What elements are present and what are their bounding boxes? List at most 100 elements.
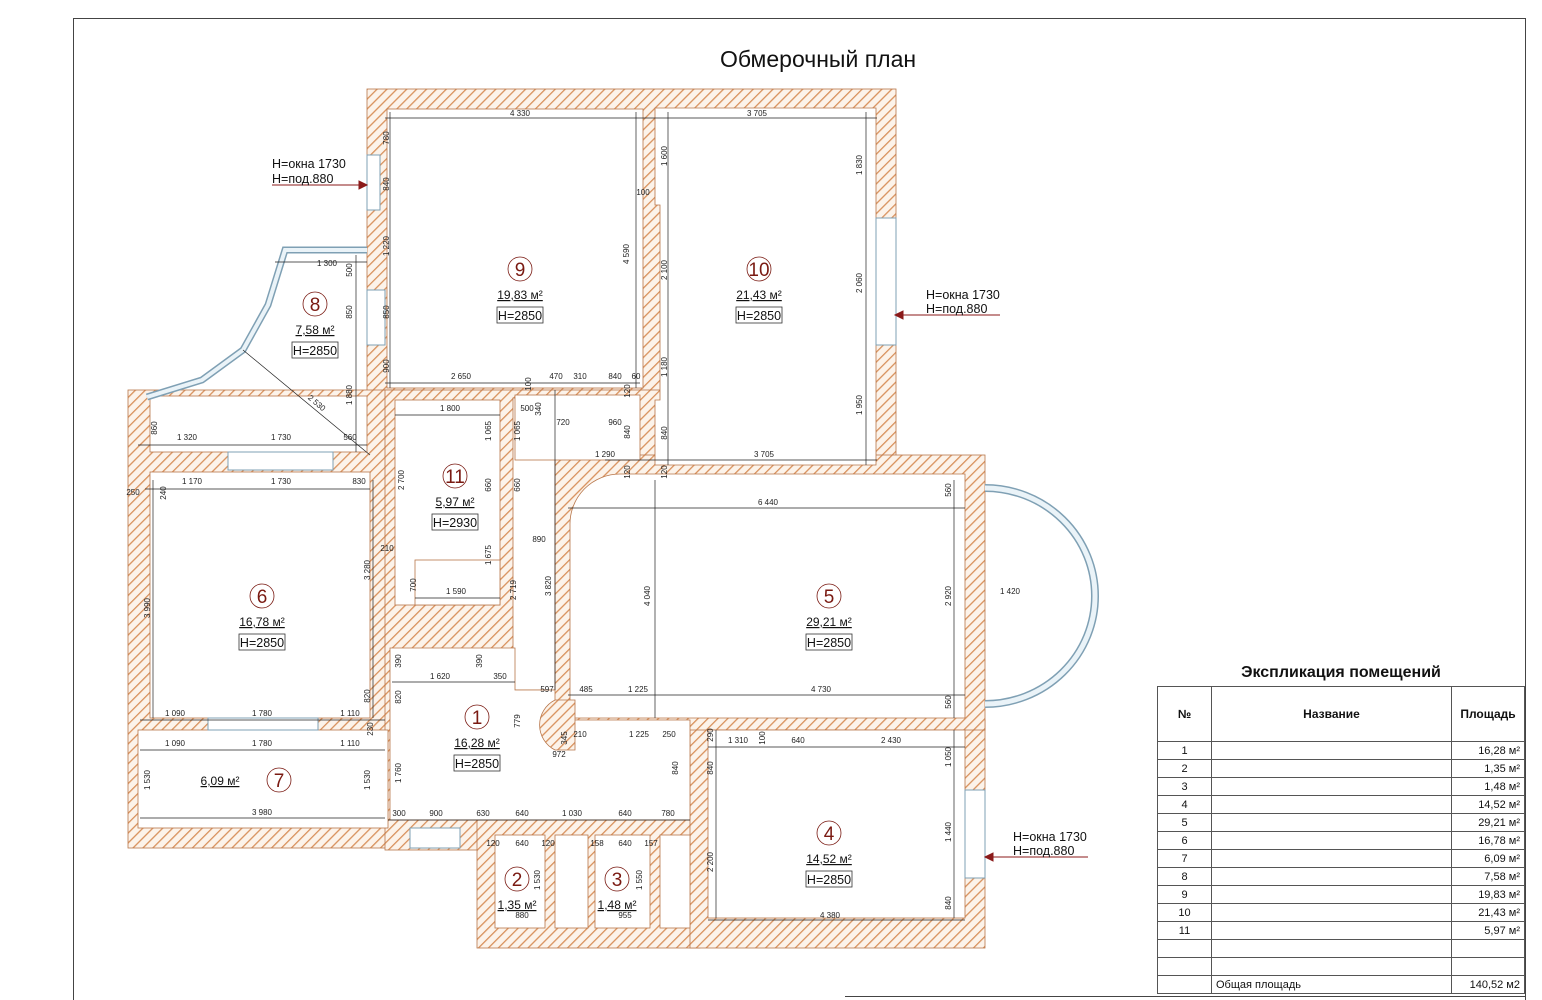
room-number-circle bbox=[816, 820, 842, 846]
dimension-label: 900 bbox=[429, 809, 443, 818]
dimension-label: 300 bbox=[392, 809, 406, 818]
room-name-cell bbox=[1211, 777, 1452, 796]
column-header-area: Площадь bbox=[1451, 686, 1525, 742]
empty-cell bbox=[1157, 975, 1212, 994]
total-label: Общая площадь bbox=[1211, 975, 1452, 994]
dimension-label: 1 530 bbox=[533, 869, 542, 890]
dimension-label: 4 730 bbox=[811, 685, 832, 694]
room-number: 10 bbox=[748, 260, 769, 281]
dimension-label: 560 bbox=[343, 433, 357, 442]
room-number-circle bbox=[249, 583, 275, 609]
dimension-label: 2 920 bbox=[944, 585, 953, 606]
dimension-label: 1 440 bbox=[944, 821, 953, 842]
room-number-cell: 6 bbox=[1157, 831, 1212, 850]
room-number: 7 bbox=[274, 771, 285, 792]
dimension-label: 500 bbox=[345, 263, 354, 277]
dimension-label: 1 170 bbox=[182, 477, 203, 486]
dimension-label: 1 530 bbox=[363, 769, 372, 790]
dimension-label: 1 310 bbox=[728, 736, 749, 745]
dimension-label: 2 060 bbox=[855, 272, 864, 293]
balcony-glazing bbox=[145, 246, 367, 401]
room-name-cell bbox=[1211, 831, 1452, 850]
empty-cell bbox=[1157, 939, 1212, 958]
room-label-1: 116,28 м²H=2850 bbox=[453, 704, 501, 772]
dimension-label: 880 bbox=[515, 911, 529, 920]
dimension-label: 840 bbox=[623, 425, 632, 439]
dimension-label: 1 760 bbox=[394, 762, 403, 783]
dimension-label: 900 bbox=[382, 359, 391, 373]
room-area-cell: 1,48 м² bbox=[1451, 777, 1525, 796]
dimension-label: 1 880 bbox=[345, 384, 354, 405]
explication-title: Экспликация помещений bbox=[1241, 664, 1441, 681]
room-area: 6,09 м² bbox=[201, 774, 240, 788]
room-area: 1,48 м² bbox=[598, 898, 637, 912]
ceiling-height: H=2850 bbox=[807, 873, 851, 887]
dimension-label: 830 bbox=[352, 477, 366, 486]
window-note-height: H=окна 1730 bbox=[272, 157, 346, 171]
bay-window-arc bbox=[984, 484, 1099, 708]
dimension-label: 840 bbox=[382, 177, 391, 191]
dimension-label: 3 990 bbox=[143, 597, 152, 618]
room-number-cell: 4 bbox=[1157, 795, 1212, 814]
room-number-circle bbox=[746, 256, 772, 282]
ceiling-height-box bbox=[431, 513, 479, 531]
dimension-label: 660 bbox=[484, 478, 493, 492]
ceiling-height: H=2850 bbox=[455, 757, 499, 771]
room-name-cell bbox=[1211, 867, 1452, 886]
dimension-label: 840 bbox=[671, 761, 680, 775]
dimension-label: 1 300 bbox=[317, 259, 338, 268]
dimension-label: 840 bbox=[944, 896, 953, 910]
dimension-label: 6 440 bbox=[758, 498, 779, 507]
room-label-6: 616,78 м²H=2850 bbox=[238, 583, 286, 651]
dimension-label: 345 bbox=[560, 731, 569, 745]
dimension-label: 779 bbox=[513, 714, 522, 728]
dimension-label: 780 bbox=[382, 131, 391, 145]
dimension-label: 4 380 bbox=[820, 911, 841, 920]
ceiling-height-box bbox=[735, 306, 783, 324]
room-number-cell: 11 bbox=[1157, 921, 1212, 940]
frame-right-border bbox=[1525, 18, 1526, 1000]
dimension-label: 100 bbox=[636, 188, 650, 197]
dimension-label: 1 320 bbox=[177, 433, 198, 442]
dimension-label: 2 200 bbox=[706, 851, 715, 872]
room-area: 19,83 м² bbox=[497, 288, 543, 302]
dimension-label: 1 800 bbox=[440, 404, 461, 413]
room-area-cell: 1,35 м² bbox=[1451, 759, 1525, 778]
dimension-label: 120 bbox=[660, 465, 669, 479]
dimension-label: 660 bbox=[513, 478, 522, 492]
windows bbox=[207, 154, 986, 879]
dimension-label: 1 590 bbox=[446, 587, 467, 596]
dimension-label: 1 780 bbox=[252, 739, 273, 748]
dimension-label: 630 bbox=[476, 809, 490, 818]
dimension-label: 4 590 bbox=[622, 243, 631, 264]
dimension-label: 840 bbox=[660, 426, 669, 440]
ceiling-height-box bbox=[496, 306, 544, 324]
room-number-circle bbox=[604, 866, 630, 892]
ceiling-height: H=2850 bbox=[240, 636, 284, 650]
window-room-6-7 bbox=[207, 717, 319, 731]
room-area-cell: 16,28 м² bbox=[1451, 741, 1525, 760]
dimension-label: 1 110 bbox=[340, 709, 360, 718]
dimension-label: 2 100 bbox=[660, 259, 669, 280]
room-number-circle bbox=[504, 866, 530, 892]
ceiling-height: H=2930 bbox=[433, 516, 477, 530]
empty-cell bbox=[1157, 957, 1212, 976]
window-room-6-8 bbox=[227, 451, 334, 471]
dimension-label: 240 bbox=[159, 486, 168, 500]
room-number-circle bbox=[816, 583, 842, 609]
room-number-cell: 7 bbox=[1157, 849, 1212, 868]
ceiling-height: H=2850 bbox=[807, 636, 851, 650]
room-name-cell bbox=[1211, 741, 1452, 760]
frame-top-border bbox=[73, 18, 1526, 19]
window-note-height: H=окна 1730 bbox=[1013, 830, 1087, 844]
room-area: 21,43 м² bbox=[736, 288, 782, 302]
column-header-name: Название bbox=[1211, 686, 1452, 742]
dimension-label: 230 bbox=[366, 722, 375, 736]
